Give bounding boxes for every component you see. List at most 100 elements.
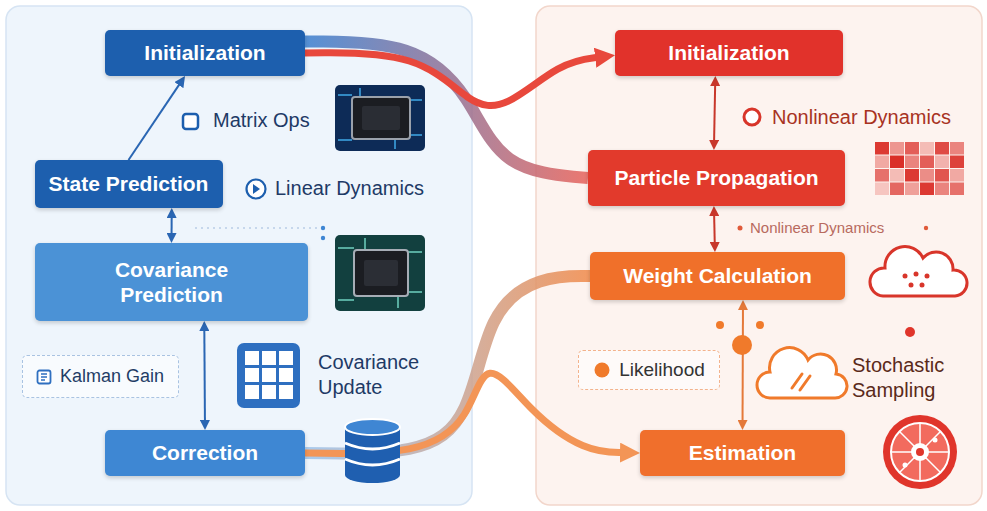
cloud-icon [909,283,914,288]
node-icon [595,363,610,378]
heatmap-icon [950,156,964,169]
dot-marks [924,226,928,230]
node-icon [36,369,52,385]
note-box: Likelihood [578,350,720,390]
grid-icon [262,368,276,382]
cloud-icon [925,274,930,279]
heatmap-icon [875,183,889,196]
chip-image [335,235,425,311]
node-text: Estimation [689,440,796,465]
database-icon [345,419,400,483]
dotted-guide [321,236,325,240]
connector [742,307,744,423]
grid-icon [279,385,293,399]
linear-dynamics-icon [247,180,266,199]
annotation-label: Nonlinear Dynamics [772,105,951,130]
connector [713,213,716,245]
sampling-cloud-icon [757,348,847,398]
node-text: Particle Propagation [614,165,818,190]
linear-dynamics-icon [247,180,266,199]
connector [714,83,715,143]
heatmap-icon [950,183,964,196]
node-icon [36,369,52,385]
node-text: Initialization [144,40,265,65]
dot-marks [716,321,724,329]
chip-image [335,85,425,151]
roulette-wheel [891,423,949,481]
heatmap-icon [950,142,964,155]
heatmap-icon [875,156,889,169]
heatmap-icon [890,156,904,169]
heatmap-icon [950,169,964,182]
database-icon [345,443,400,465]
heatmap-icon [935,183,949,196]
chip-image [335,235,425,311]
connector [203,328,206,423]
roulette-wheel [883,415,957,489]
chip-image [335,85,425,151]
grid-icon [245,385,259,399]
chip-image [362,106,400,130]
connector [129,82,181,160]
dot-marks [732,335,752,355]
annotation-label: Nonlinear Dynamics [750,219,884,238]
node-text: Covariance Prediction [87,257,257,307]
heatmap-icon [890,142,904,155]
chip-image [338,238,422,308]
chip-image [352,97,410,139]
process-box: Weight Calculation [590,252,845,300]
process-box: Estimation [640,430,845,476]
annotation-label: Linear Dynamics [275,176,424,201]
dotted-guide [195,227,318,229]
roulette-wheel [903,463,908,468]
grid-icon [262,385,276,399]
process-box: Initialization [615,30,843,76]
heatmap-icon [920,156,934,169]
connector [305,42,588,179]
dotted-guide [321,226,325,230]
database-icon [345,467,400,483]
roulette-wheel [883,415,957,489]
heatmap-icon [935,142,949,155]
particle-panel [536,6,982,505]
cloud-icon [920,283,925,288]
node-text: Kalman Gain [60,366,164,388]
node-icon [37,370,50,383]
process-box: Initialization [105,30,305,76]
roulette-wheel [891,423,949,481]
heatmap-icon [905,169,919,182]
roulette-wheel [933,438,938,443]
process-box: Particle Propagation [588,150,845,206]
grid-icon [262,351,276,365]
dot-marks [738,226,743,231]
annotation-label: Covariance Update [318,350,430,400]
node-icon [41,374,47,380]
matrix-ops-icon [183,114,198,129]
grid-icon [279,351,293,365]
matrix-ops-icon [183,114,198,129]
cloud-icon [870,247,967,296]
annotation-label: Stochastic Sampling [852,353,970,403]
nonlinear-icon [744,109,760,125]
heatmap-icon [920,142,934,155]
heatmap-icon [920,183,934,196]
node-text: Likelihood [619,359,705,382]
kalman-panel [6,6,472,505]
heatmap-icon [935,156,949,169]
sampling-cloud-icon [792,374,810,390]
heatmap-icon [905,183,919,196]
cloud-icon [870,247,967,296]
heatmap-icon [875,142,889,155]
heatmap-icon [905,142,919,155]
heatmap-icon [890,169,904,182]
grid-icon [279,368,293,382]
heatmap-icon [935,169,949,182]
heatmap-icon [920,169,934,182]
chip-image [364,260,398,286]
chip-image [354,250,408,296]
grid-icon [245,368,259,382]
roulette-wheel [916,448,924,456]
node-text: State Prediction [49,171,209,196]
node-icon [593,361,611,379]
node-text: Weight Calculation [623,263,812,288]
